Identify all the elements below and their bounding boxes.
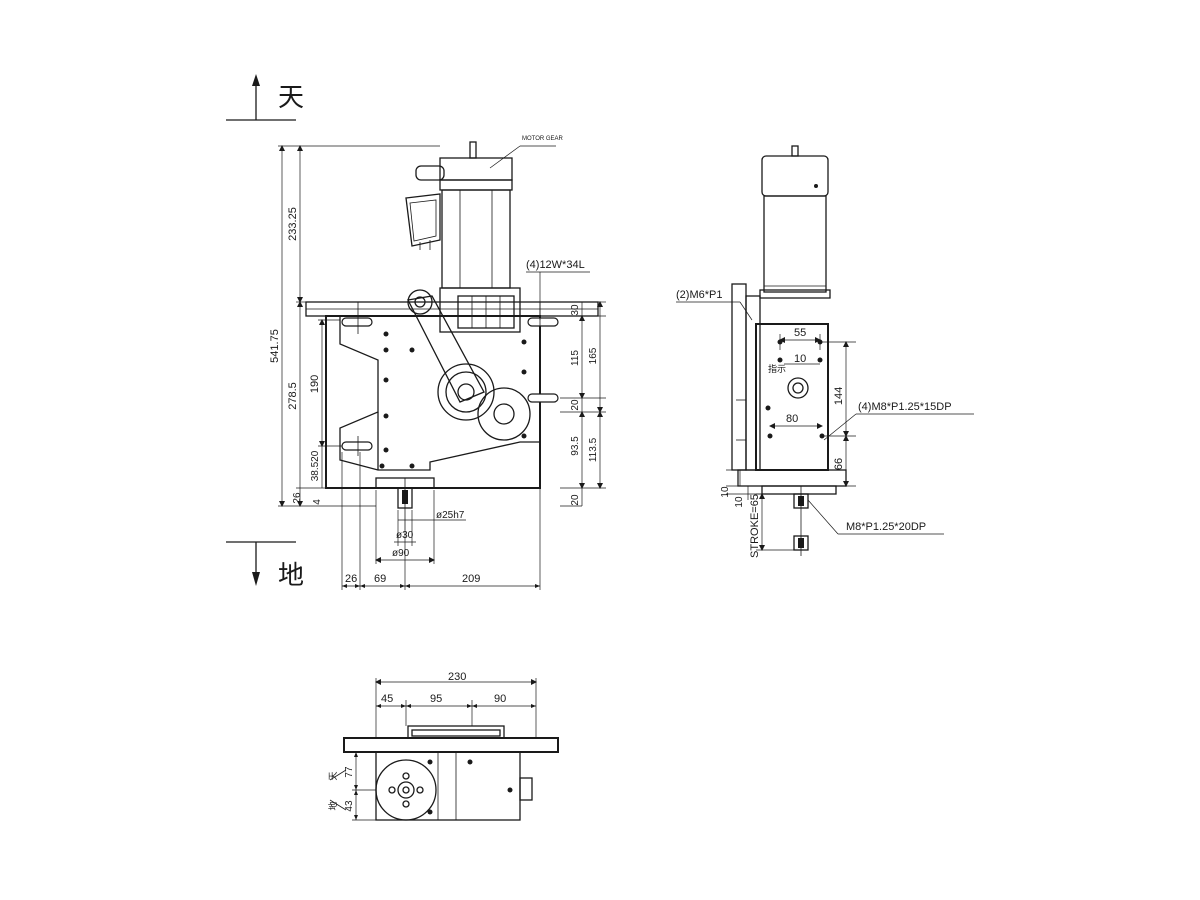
dim-90: 90 xyxy=(494,693,506,705)
dim-95: 95 xyxy=(430,693,442,705)
dim-113-5: 113.5 xyxy=(588,437,599,462)
side-label-small: 指示 xyxy=(768,363,786,375)
dim-165: 165 xyxy=(588,347,599,364)
dim-93-5: 93.5 xyxy=(570,436,581,456)
dim-45: 45 xyxy=(381,693,393,705)
motor-cap xyxy=(439,157,513,181)
dim-26-left: 26 xyxy=(292,492,303,504)
dim-55: 55 xyxy=(794,327,806,339)
front-view: 541.75 233.25 278.5 190 38.520 26 4 30 1… xyxy=(269,136,606,590)
bottom-body xyxy=(375,751,521,821)
dim-10-b: 10 xyxy=(734,496,745,508)
callout-m8-15dp: (4)M8*P1.25*15DP xyxy=(858,401,952,413)
dim-541-75: 541.75 xyxy=(269,329,281,363)
motor-body xyxy=(441,189,511,289)
motor-tag: MOTOR GEAR xyxy=(522,136,564,142)
dim-209: 209 xyxy=(462,573,480,585)
bottom-label-bottom: 地 xyxy=(327,801,339,810)
dim-10-side: 10 xyxy=(794,353,806,365)
bottom-view: 230 45 95 90 77 43 天 地 xyxy=(327,671,559,821)
orientation-top: 天 xyxy=(226,74,304,121)
bottom-char: 地 xyxy=(278,561,304,591)
junction-box xyxy=(405,193,441,247)
dim-66: 66 xyxy=(833,458,845,470)
main-housing xyxy=(325,315,541,489)
dim-77: 77 xyxy=(344,766,355,778)
dim-43: 43 xyxy=(344,800,355,812)
bottom-label-top: 天 xyxy=(329,771,339,780)
dim-4: 4 xyxy=(312,499,323,505)
dim-233-25: 233.25 xyxy=(287,207,299,241)
crank-gear xyxy=(437,363,495,421)
dim-26-bottom: 26 xyxy=(345,573,357,585)
callout-m8-20dp: M8*P1.25*20DP xyxy=(846,521,926,533)
bottom-plate xyxy=(343,737,559,753)
dim-phi25h7: ø25h7 xyxy=(436,510,465,521)
dim-80: 80 xyxy=(786,413,798,425)
dim-69: 69 xyxy=(374,573,386,585)
dim-stroke-65: STROKE=65 xyxy=(749,494,761,558)
bottom-flange xyxy=(375,759,437,821)
orientation-bottom: 地 xyxy=(226,541,304,591)
dim-144: 144 xyxy=(833,387,845,405)
dim-190: 190 xyxy=(309,375,321,393)
top-char: 天 xyxy=(278,83,304,113)
dim-20-bottom: 20 xyxy=(570,494,581,506)
dim-30: 30 xyxy=(570,304,581,316)
callout-m6: (2)M6*P1 xyxy=(676,289,722,301)
dim-10-a: 10 xyxy=(720,486,731,498)
dim-phi90: ø90 xyxy=(392,548,410,559)
dim-230: 230 xyxy=(448,671,466,683)
dim-20-mid: 20 xyxy=(570,399,581,411)
dim-115: 115 xyxy=(570,350,581,366)
side-view: 指示 55 10 80 144 66 10 10 STROKE=65 xyxy=(676,145,974,558)
arm-link xyxy=(407,295,485,403)
dim-278-5: 278.5 xyxy=(287,382,299,410)
dim-38-520: 38.520 xyxy=(310,450,321,481)
side-body xyxy=(755,323,829,471)
callout-12w-34l: (4)12W*34L xyxy=(526,259,585,271)
